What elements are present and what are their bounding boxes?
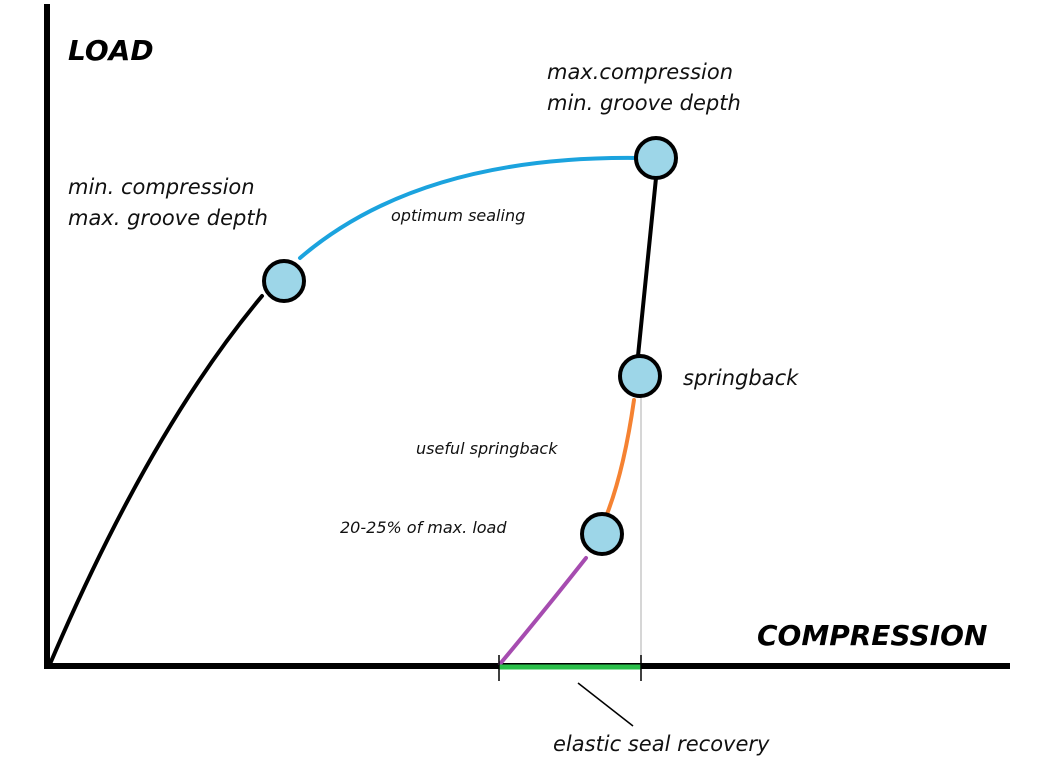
point-min-compression xyxy=(262,259,306,303)
unloading-line xyxy=(636,176,658,358)
optimum-sealing-label: optimum sealing xyxy=(391,206,525,225)
initial-loading-curve xyxy=(48,294,264,666)
min-groove-depth-label: min. groove depth xyxy=(547,91,741,115)
point-residual-load xyxy=(580,512,624,556)
max-groove-depth-label: max. groove depth xyxy=(68,206,268,230)
point-max-compression xyxy=(634,136,678,180)
final-unloading-curve xyxy=(498,556,588,666)
x-axis-title: COMPRESSION xyxy=(757,619,987,652)
useful-springback-curve xyxy=(605,398,636,516)
optimum-sealing-curve xyxy=(298,155,642,260)
elastic-seal-recovery-label: elastic seal recovery xyxy=(553,732,770,756)
point-springback xyxy=(618,354,662,398)
elastic-recovery-pointer xyxy=(577,682,634,727)
max-compression-label: max.compression xyxy=(547,60,733,84)
springback-label: springback xyxy=(683,366,799,390)
useful-springback-label: useful springback xyxy=(416,439,558,458)
residual-load-label: 20-25% of max. load xyxy=(340,518,507,537)
y-axis-title: LOAD xyxy=(68,34,154,67)
min-compression-label: min. compression xyxy=(68,175,255,199)
